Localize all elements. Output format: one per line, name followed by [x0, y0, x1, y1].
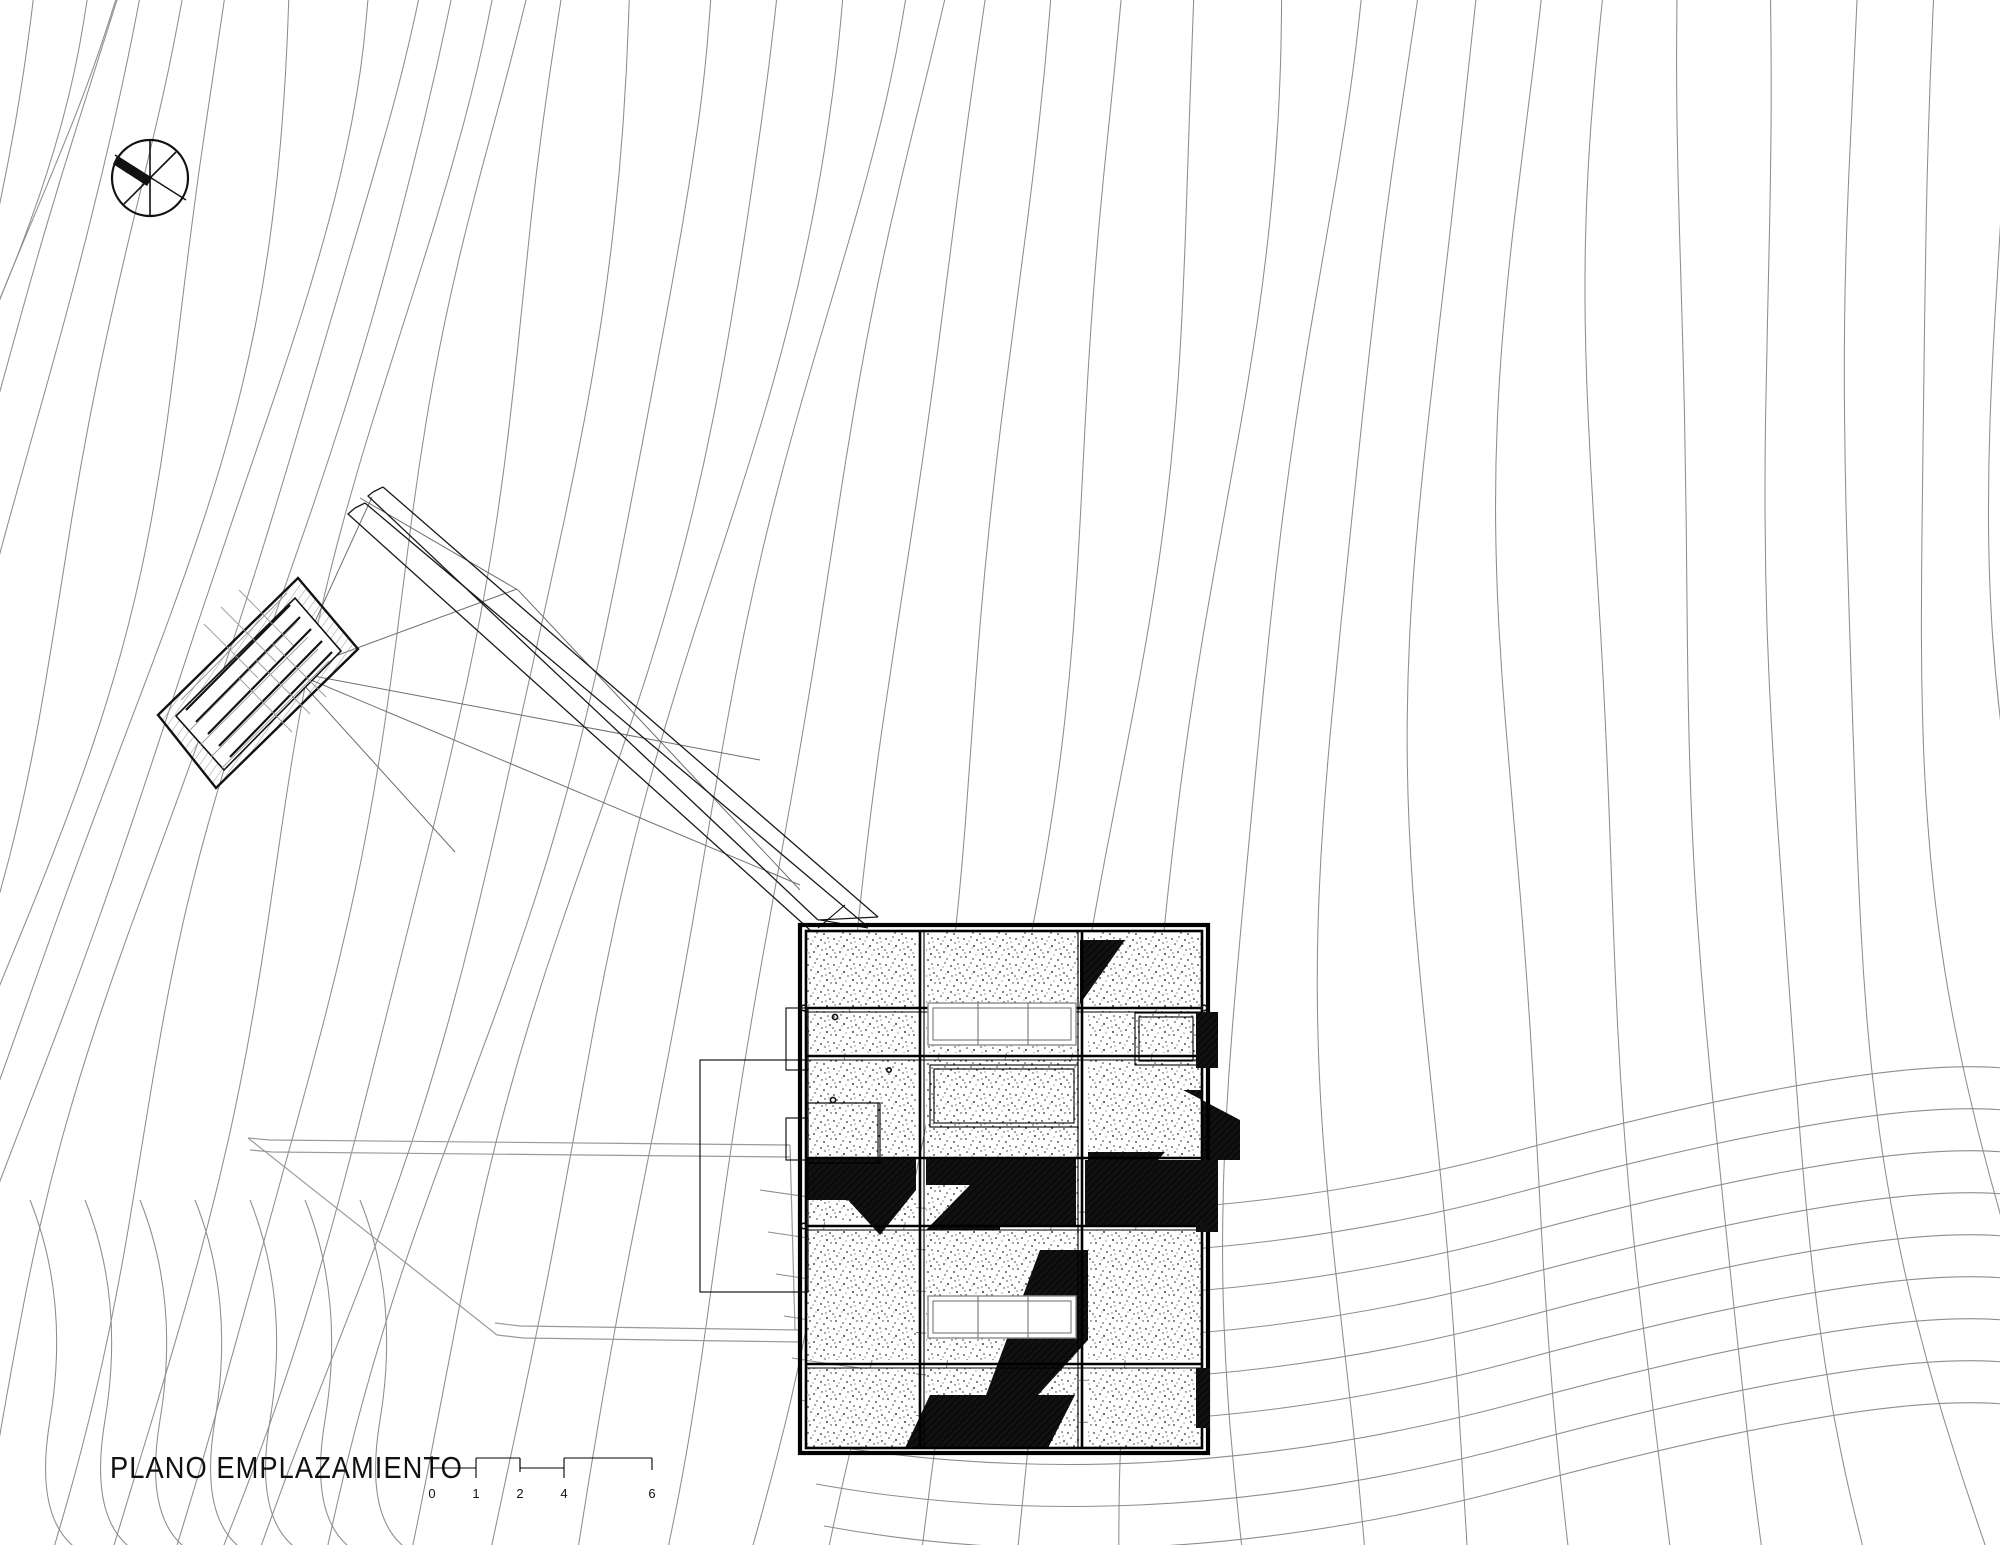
page-title: PLANO EMPLAZAMIENTO — [110, 1451, 463, 1485]
access-ramp — [347, 486, 879, 931]
contour-line — [668, 0, 946, 1545]
contour-line — [1843, 0, 1986, 1545]
contour-line — [139, 1199, 183, 1545]
scale-tick-0: 0 — [428, 1486, 435, 1501]
contour-line — [1316, 0, 1419, 1545]
contour-line — [1764, 0, 1863, 1545]
contour-line — [0, 0, 117, 301]
roof-fixture-dots — [800, 1004, 1208, 1230]
contour-line — [0, 0, 118, 393]
contour-line — [176, 0, 527, 1545]
contour-line — [1676, 0, 1762, 1545]
contour-line — [327, 0, 712, 1545]
contour-line — [412, 0, 778, 1545]
contour-line — [194, 1199, 238, 1545]
contour-line — [1584, 0, 1671, 1545]
contour-line — [0, 0, 88, 301]
contour-line — [113, 0, 493, 1545]
contour-line — [1222, 0, 1362, 1545]
contour-line — [0, 0, 183, 894]
parking-area — [156, 576, 360, 790]
contour-line — [0, 0, 369, 1183]
contour-line — [0, 0, 420, 1438]
contour-line — [0, 0, 290, 1082]
skylight-south — [927, 1295, 1077, 1339]
contour-line — [807, 1318, 2000, 1466]
contour-line — [223, 0, 562, 1545]
contour-line — [1920, 0, 2000, 1216]
contour-line — [260, 0, 630, 1545]
contour-line — [491, 0, 844, 1545]
contour-line — [84, 1199, 128, 1545]
side-projections — [699, 1007, 1218, 1428]
contour-line — [29, 1199, 73, 1545]
scale-tick-2: 2 — [516, 1486, 523, 1501]
contour-line — [0, 0, 225, 987]
contour-line — [823, 1402, 2000, 1545]
scale-tick-6: 6 — [648, 1486, 655, 1501]
contour-line — [359, 1199, 403, 1545]
contour-line — [0, 0, 140, 556]
contour-line — [1495, 0, 1569, 1545]
contour-line — [249, 1199, 293, 1545]
contour-line — [1406, 0, 1477, 1545]
graphic-scale-bar: 0 1 2 4 6 — [428, 1456, 656, 1501]
contour-line — [578, 0, 907, 1545]
contour-line — [304, 1199, 348, 1545]
access-road — [247, 1137, 801, 1343]
parking-stall-lines — [180, 589, 330, 769]
scale-tick-1: 1 — [472, 1486, 479, 1501]
scale-tick-4: 4 — [560, 1486, 567, 1501]
skylight-north — [927, 1002, 1077, 1046]
contour-line — [815, 1360, 2000, 1508]
